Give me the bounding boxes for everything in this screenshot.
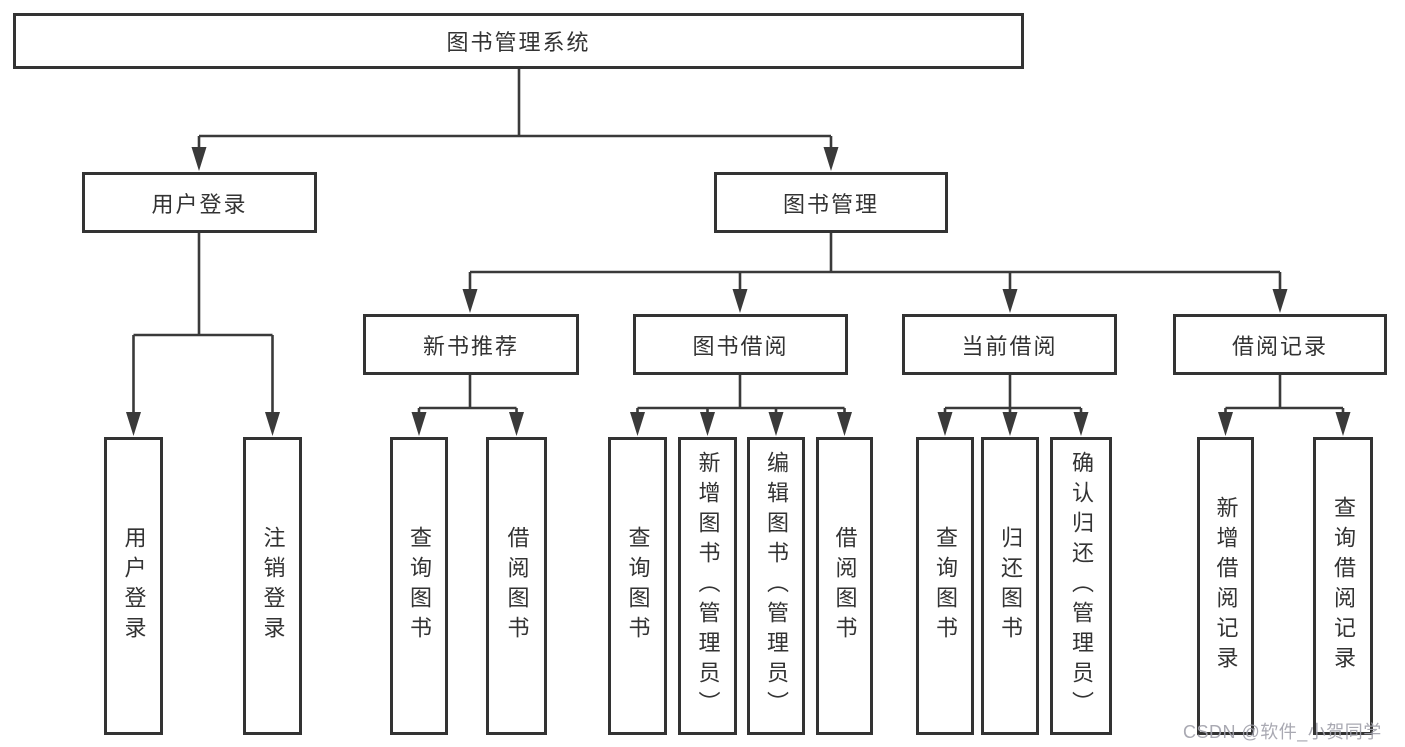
- node-label: 查询图书: [625, 526, 651, 646]
- node-leaf-borrow-books-1: 借阅图书: [486, 437, 547, 735]
- node-borrowing-records: 借阅记录: [1173, 314, 1387, 375]
- node-leaf-user-login: 用户登录: [104, 437, 163, 735]
- node-leaf-edit-books-admin: 编辑图书（管理员）: [747, 437, 805, 735]
- node-book-borrowing: 图书借阅: [633, 314, 848, 375]
- node-leaf-query-books-3: 查询图书: [916, 437, 974, 735]
- node-label: 新增借阅记录: [1213, 496, 1239, 676]
- node-library-management-system: 图书管理系统: [13, 13, 1024, 69]
- node-leaf-return-books: 归还图书: [981, 437, 1039, 735]
- node-label: 查询借阅记录: [1331, 496, 1356, 676]
- csdn-watermark: CSDN @软件_小贺同学: [1183, 722, 1382, 742]
- node-leaf-query-borrow-record: 查询借阅记录: [1313, 437, 1373, 735]
- node-leaf-query-books-2: 查询图书: [608, 437, 667, 735]
- node-label: 查询图书: [407, 526, 432, 646]
- node-book-management: 图书管理: [714, 172, 948, 233]
- node-label: 编辑图书（管理员）: [764, 451, 789, 721]
- node-label: 查询图书: [933, 526, 958, 646]
- node-label: 归还图书: [998, 526, 1023, 646]
- node-leaf-add-borrow-record: 新增借阅记录: [1197, 437, 1254, 735]
- node-label: 注销登录: [260, 526, 286, 646]
- node-label: 用户登录: [121, 526, 147, 646]
- node-label: 借阅图书: [832, 526, 858, 646]
- node-leaf-query-books-1: 查询图书: [390, 437, 448, 735]
- node-leaf-logout: 注销登录: [243, 437, 302, 735]
- node-leaf-confirm-return-admin: 确认归还（管理员）: [1050, 437, 1112, 735]
- node-leaf-add-books-admin: 新增图书（管理员）: [678, 437, 737, 735]
- node-user-login: 用户登录: [82, 172, 317, 233]
- node-current-borrowing: 当前借阅: [902, 314, 1117, 375]
- node-label: 确认归还（管理员）: [1069, 451, 1094, 721]
- node-label: 借阅图书: [504, 526, 530, 646]
- node-new-book-recommend: 新书推荐: [363, 314, 579, 375]
- node-label: 新增图书（管理员）: [695, 451, 721, 721]
- node-leaf-borrow-books-2: 借阅图书: [816, 437, 873, 735]
